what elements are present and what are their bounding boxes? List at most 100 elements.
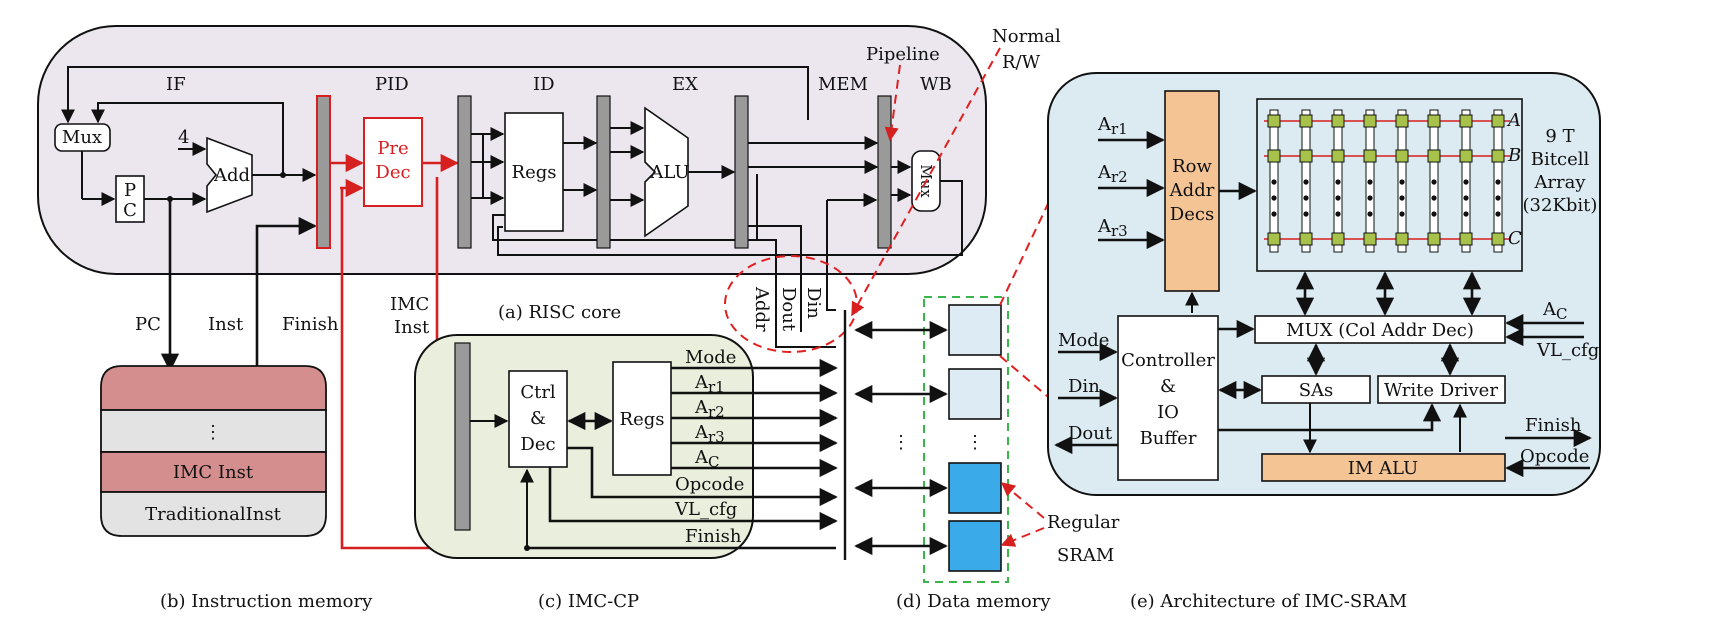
dmem-dots-left: ⋮	[892, 432, 910, 453]
ex-mem-pipeline-bar	[734, 95, 749, 249]
stage-pid-label: PID	[375, 74, 409, 95]
wire-wb-regs	[492, 174, 758, 241]
wire-din-port	[826, 200, 836, 311]
link-pc-label: PC	[135, 314, 161, 335]
bitcell	[1491, 114, 1505, 128]
ellipsis-dot	[1303, 211, 1309, 217]
imem-imc-inst: IMC Inst	[173, 462, 254, 483]
regular-arrow-1	[1000, 482, 1045, 519]
bitcell-label-3: Array	[1533, 172, 1586, 193]
port-dout-label: Dout	[778, 287, 799, 332]
ellipsis-dot	[1463, 195, 1469, 201]
bitcell	[1267, 114, 1281, 128]
controller-label-3: IO	[1157, 402, 1179, 423]
link-imc-inst-label-2: Inst	[394, 317, 430, 338]
bitcell	[1427, 232, 1441, 246]
bitcell	[1299, 232, 1313, 246]
mux-col-addr-dec	[1254, 315, 1506, 344]
wire-ctrl-wd	[1218, 403, 1442, 432]
row-label-3: Decs	[1170, 204, 1214, 225]
row-a-label: A	[1506, 110, 1521, 131]
ellipsis-dot	[1431, 179, 1437, 185]
if-pid-pipeline-bar	[316, 95, 331, 249]
port-highlight-ellipse	[724, 255, 858, 353]
port-addr-label: Addr	[751, 286, 772, 332]
signal-label-ar3: Ar3	[694, 422, 725, 446]
mode-label: Mode	[1058, 330, 1109, 351]
regular-arrow-2	[1000, 527, 1045, 547]
normal-rw-label-2: R/W	[1002, 52, 1041, 73]
bitcell	[1395, 232, 1409, 246]
data-memory: ⋮ ⋮ Regular SRAM (d) Data memory	[843, 131, 1121, 612]
ellipsis-dot	[1303, 179, 1309, 185]
if-mux-label: Mux	[62, 127, 102, 148]
pc-label-c: C	[123, 200, 137, 221]
imc-cp-pipeline-bar	[454, 342, 471, 531]
predec-label-2: Dec	[375, 162, 410, 183]
imem-row-dots	[100, 409, 327, 453]
ellipsis-dot	[1495, 179, 1501, 185]
wire-addr-port	[748, 239, 836, 348]
pc-label-p: P	[124, 180, 136, 201]
pid-id-pipeline-bar	[457, 95, 472, 249]
stage-wb-label: WB	[920, 74, 952, 95]
bitcell	[1331, 232, 1345, 246]
signal-line-opcode	[567, 446, 838, 507]
sas-label: SAs	[1299, 380, 1334, 401]
ctrl-amp-label: &	[530, 408, 546, 429]
adder-label: Add	[213, 165, 250, 186]
ellipsis-dot	[1271, 195, 1277, 201]
wire-dout-port	[748, 225, 802, 332]
pipeline-arrow	[884, 64, 901, 142]
bitcell	[1267, 232, 1281, 246]
link-finish-label: Finish	[282, 314, 339, 335]
bitcell	[1491, 232, 1505, 246]
wire-wb-back	[497, 180, 963, 256]
ellipsis-dot	[1495, 195, 1501, 201]
bitcell	[1331, 149, 1345, 163]
din-label: Din	[1068, 376, 1100, 397]
ellipsis-dot	[1463, 179, 1469, 185]
caption-risc-core: (a) RISC core	[498, 302, 621, 323]
caption-data-memory: (d) Data memory	[896, 591, 1051, 612]
ar3-label: Ar3	[1097, 216, 1128, 240]
imem-traditional-inst: TraditionalInst	[145, 504, 281, 525]
ellipsis-dot	[1335, 195, 1341, 201]
ellipsis-dot	[1367, 195, 1373, 201]
bitcell	[1331, 114, 1345, 128]
signal-label-ar1: Ar1	[694, 372, 725, 396]
data-memory-boundary	[923, 296, 1009, 583]
imem-row-traditional	[100, 491, 327, 537]
imc-regs-label: Regs	[620, 409, 665, 430]
bitcell-grid	[1264, 109, 1510, 253]
controller-label-2: &	[1160, 376, 1176, 397]
sense-amplifiers	[1261, 375, 1371, 404]
signal-label-ac: AC	[694, 447, 719, 471]
signal-label-vlcfg: VL_cfg	[674, 499, 737, 520]
bitcell-label-2: Bitcell	[1531, 149, 1590, 170]
alu	[644, 106, 689, 238]
imem-row-imc	[100, 451, 327, 493]
port-din-label: Din	[803, 287, 824, 319]
core-regs	[504, 112, 564, 232]
pc-register	[115, 175, 145, 223]
dmem-regular-sram-1	[948, 462, 1002, 514]
predec-box	[363, 117, 423, 207]
dmem-dots-right: ⋮	[966, 432, 984, 453]
ctrl-label: Ctrl	[520, 382, 556, 403]
stage-id-label: ID	[533, 74, 555, 95]
ac-label: AC	[1542, 299, 1567, 323]
row-label-1: Row	[1172, 156, 1212, 177]
instruction-memory: ⋮ IMC Inst TraditionalInst (b) Instructi…	[100, 365, 373, 612]
ellipsis-dot	[1335, 179, 1341, 185]
ellipsis-dot	[1399, 211, 1405, 217]
imc-cp: Ctrl & Dec Regs Mode Ar1 Ar2 Ar3 AC Opco…	[414, 334, 838, 612]
vlcfg-label: VL_cfg	[1536, 340, 1599, 361]
signal-label-opcode: Opcode	[675, 474, 744, 495]
im-alu-label: IM ALU	[1348, 458, 1418, 479]
id-ex-pipeline-bar	[596, 95, 611, 249]
caption-imc-sram: (e) Architecture of IMC-SRAM	[1130, 591, 1407, 612]
bitcell	[1459, 114, 1473, 128]
stage-ex-label: EX	[672, 74, 698, 95]
stage-if-label: IF	[166, 74, 186, 95]
